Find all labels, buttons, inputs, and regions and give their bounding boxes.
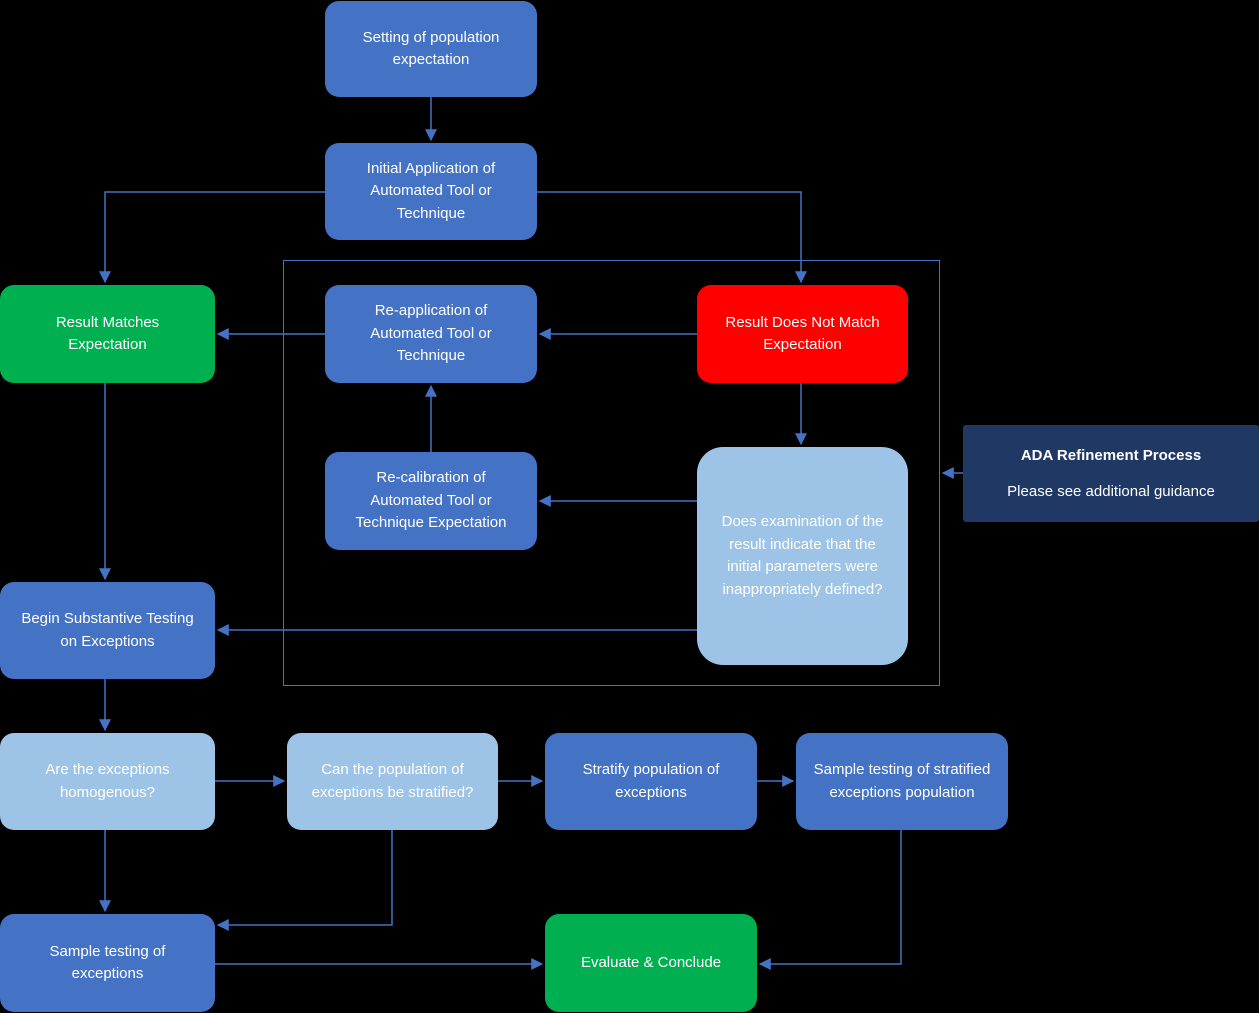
ada-refinement-note: ADA Refinement Process Please see additi… [963, 425, 1259, 522]
node-begin-substantive-testing: Begin Substantive Testing on Exceptions [0, 582, 215, 679]
node-re-application: Re-application of Automated Tool or Tech… [325, 285, 537, 383]
node-label: Re-calibration of Automated Tool or Tech… [355, 469, 507, 532]
ada-note-subtitle: Please see additional guidance [1007, 482, 1215, 500]
node-evaluate-conclude: Evaluate & Conclude [545, 914, 757, 1012]
node-sample-testing-exceptions: Sample testing of exceptions [0, 914, 215, 1012]
conn-initial-to-result-not-match [537, 191, 807, 284]
node-sample-testing-stratified: Sample testing of stratified exceptions … [796, 733, 1008, 830]
node-label: Sample testing of stratified exceptions … [813, 761, 991, 801]
node-label: Can the population of exceptions be stra… [311, 761, 474, 801]
node-label: Are the exceptions homogenous? [45, 761, 170, 801]
node-result-matches-expectation: Result Matches Expectation [0, 285, 215, 383]
node-stratify-population: Stratify population of exceptions [545, 733, 757, 830]
node-label: Begin Substantive Testing on Exceptions [21, 610, 194, 650]
node-label: Sample testing of exceptions [49, 942, 166, 983]
ada-note-title: ADA Refinement Process [1020, 447, 1202, 464]
node-initial-application: Initial Application of Automated Tool or… [325, 143, 537, 240]
node-label: Evaluate & Conclude [580, 953, 722, 971]
node-examination-question: Does examination of the result indicate … [697, 447, 908, 665]
node-exceptions-homogenous: Are the exceptions homogenous? [0, 733, 215, 830]
refinement-group-border [283, 260, 940, 686]
node-label: Result Matches Expectation [55, 313, 160, 354]
conn-sample-stratified-to-evaluate [758, 830, 902, 970]
node-label: Initial Application of Automated Tool or… [366, 159, 496, 222]
node-population-stratified: Can the population of exceptions be stra… [287, 733, 498, 830]
node-label: Re-application of Automated Tool or Tech… [370, 302, 492, 365]
node-setting-population-expectation: Setting of population expectation [325, 1, 537, 97]
node-label: Setting of population expectation [362, 28, 500, 69]
conn-initial-to-result-matches [99, 191, 325, 284]
node-label: Stratify population of exceptions [582, 761, 720, 801]
conn-stratified-question-to-sample-exceptions [216, 830, 393, 931]
node-label: Does examination of the result indicate … [721, 513, 884, 598]
node-re-calibration: Re-calibration of Automated Tool or Tech… [325, 452, 537, 550]
node-label: Result Does Not Match Expectation [725, 313, 880, 354]
node-result-does-not-match: Result Does Not Match Expectation [697, 285, 908, 383]
